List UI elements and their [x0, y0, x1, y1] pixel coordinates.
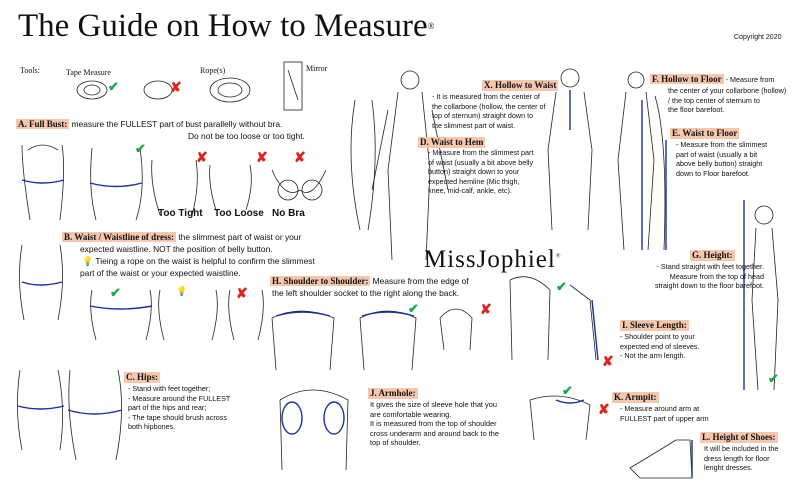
waist-figures [19, 244, 264, 341]
mirror-icon [283, 61, 303, 111]
section-f: F. Hollow to Floor - Measure from [650, 74, 775, 84]
section-h-header: H. Shoulder to Shoulder: [270, 276, 371, 286]
page-title: The Guide on How to Measure® [18, 8, 435, 44]
bust-figures [21, 144, 327, 221]
section-b-line4: part of the waist or your expected waist… [80, 268, 241, 278]
section-h-line2: the left shoulder socket to the right al… [272, 288, 460, 298]
section-h: H. Shoulder to Shoulder: Measure from th… [270, 276, 469, 286]
section-b-line3: 💡 Tieing a rope on the waist is helpful … [82, 256, 315, 266]
section-k-header: K. Armpit: [612, 392, 659, 403]
check-icon: ✔ [408, 301, 419, 316]
check-icon: ✔ [768, 371, 779, 386]
brand-logo: MissJophiel® [424, 246, 562, 273]
rope-icon [143, 77, 251, 103]
check-icon: ✔ [108, 79, 119, 94]
tape-measure-icon [76, 80, 108, 100]
section-b-header: B. Waist / Waistline of dress: [62, 232, 177, 242]
section-f-header: F. Hollow to Floor [650, 74, 724, 84]
shoulder-figures [271, 308, 473, 371]
cross-icon: ✘ [256, 149, 268, 165]
section-c-header: C. Hips: [124, 372, 161, 383]
shoe-figure [629, 439, 693, 479]
section-e-header: E. Waist to Floor [670, 128, 740, 139]
section-l-header: L. Height of Shoes: [700, 432, 778, 443]
cross-icon: ✘ [294, 149, 306, 165]
cross-icon: ✘ [602, 353, 614, 369]
lightbulb-icon: 💡 [176, 286, 188, 296]
lightbulb-icon: 💡 [82, 256, 94, 266]
standing-figures [350, 68, 593, 261]
tools-label: Tools: [20, 66, 40, 75]
cross-icon: ✘ [236, 285, 248, 301]
section-j-body: It gives the size of sleeve hole that yo… [370, 400, 500, 448]
section-a-line1: measure the FULLEST part of bust paralle… [69, 119, 283, 129]
section-a: A. Full Bust: measure the FULLEST part o… [16, 119, 282, 130]
check-icon: ✔ [562, 383, 573, 398]
section-d-header: D. Waist to Hem [418, 137, 486, 148]
rope-label: Rope(s) [200, 66, 226, 75]
section-a-header: A. Full Bust: [16, 119, 70, 129]
sleeve-figure [509, 276, 599, 361]
armhole-figure [279, 389, 349, 471]
section-i-header: I. Sleeve Length: [620, 320, 689, 331]
height-figure [743, 200, 779, 391]
copyright: Copyright 2020 [734, 34, 782, 41]
section-b-line2: expected waistline. NOT the position of … [80, 244, 273, 254]
cross-icon: ✘ [170, 79, 182, 95]
section-g-body: - Stand straight with feet together.Meas… [654, 262, 764, 291]
tape-measure-label: Tape Measure [66, 68, 111, 77]
check-icon: ✔ [135, 141, 146, 156]
check-icon: ✔ [556, 279, 567, 294]
section-b: B. Waist / Waistline of dress: the slimm… [62, 232, 302, 242]
cross-icon: ✘ [598, 401, 610, 417]
armpit-figure [529, 395, 591, 441]
section-g-header: G. Height: [690, 250, 735, 261]
cross-icon: ✘ [480, 301, 492, 317]
too-loose-label: Too Loose [214, 208, 264, 219]
floor-figures [617, 71, 667, 251]
cross-icon: ✘ [196, 149, 208, 165]
mirror-label: Mirror [306, 64, 328, 73]
too-tight-label: Too Tight [158, 208, 203, 219]
section-c-body: - Stand with feet together;- Measure aro… [128, 384, 231, 432]
check-icon: ✔ [110, 285, 121, 300]
section-x-header: X. Hollow to Waist [482, 80, 559, 91]
section-f-body: the center of your collarbone (hollow)/ … [668, 86, 787, 115]
section-j-header: J. Armhole: [368, 388, 418, 399]
no-bra-label: No Bra [272, 208, 305, 219]
section-a-line2: Do not be too loose or too tight. [188, 131, 305, 141]
hips-figures [17, 369, 123, 461]
